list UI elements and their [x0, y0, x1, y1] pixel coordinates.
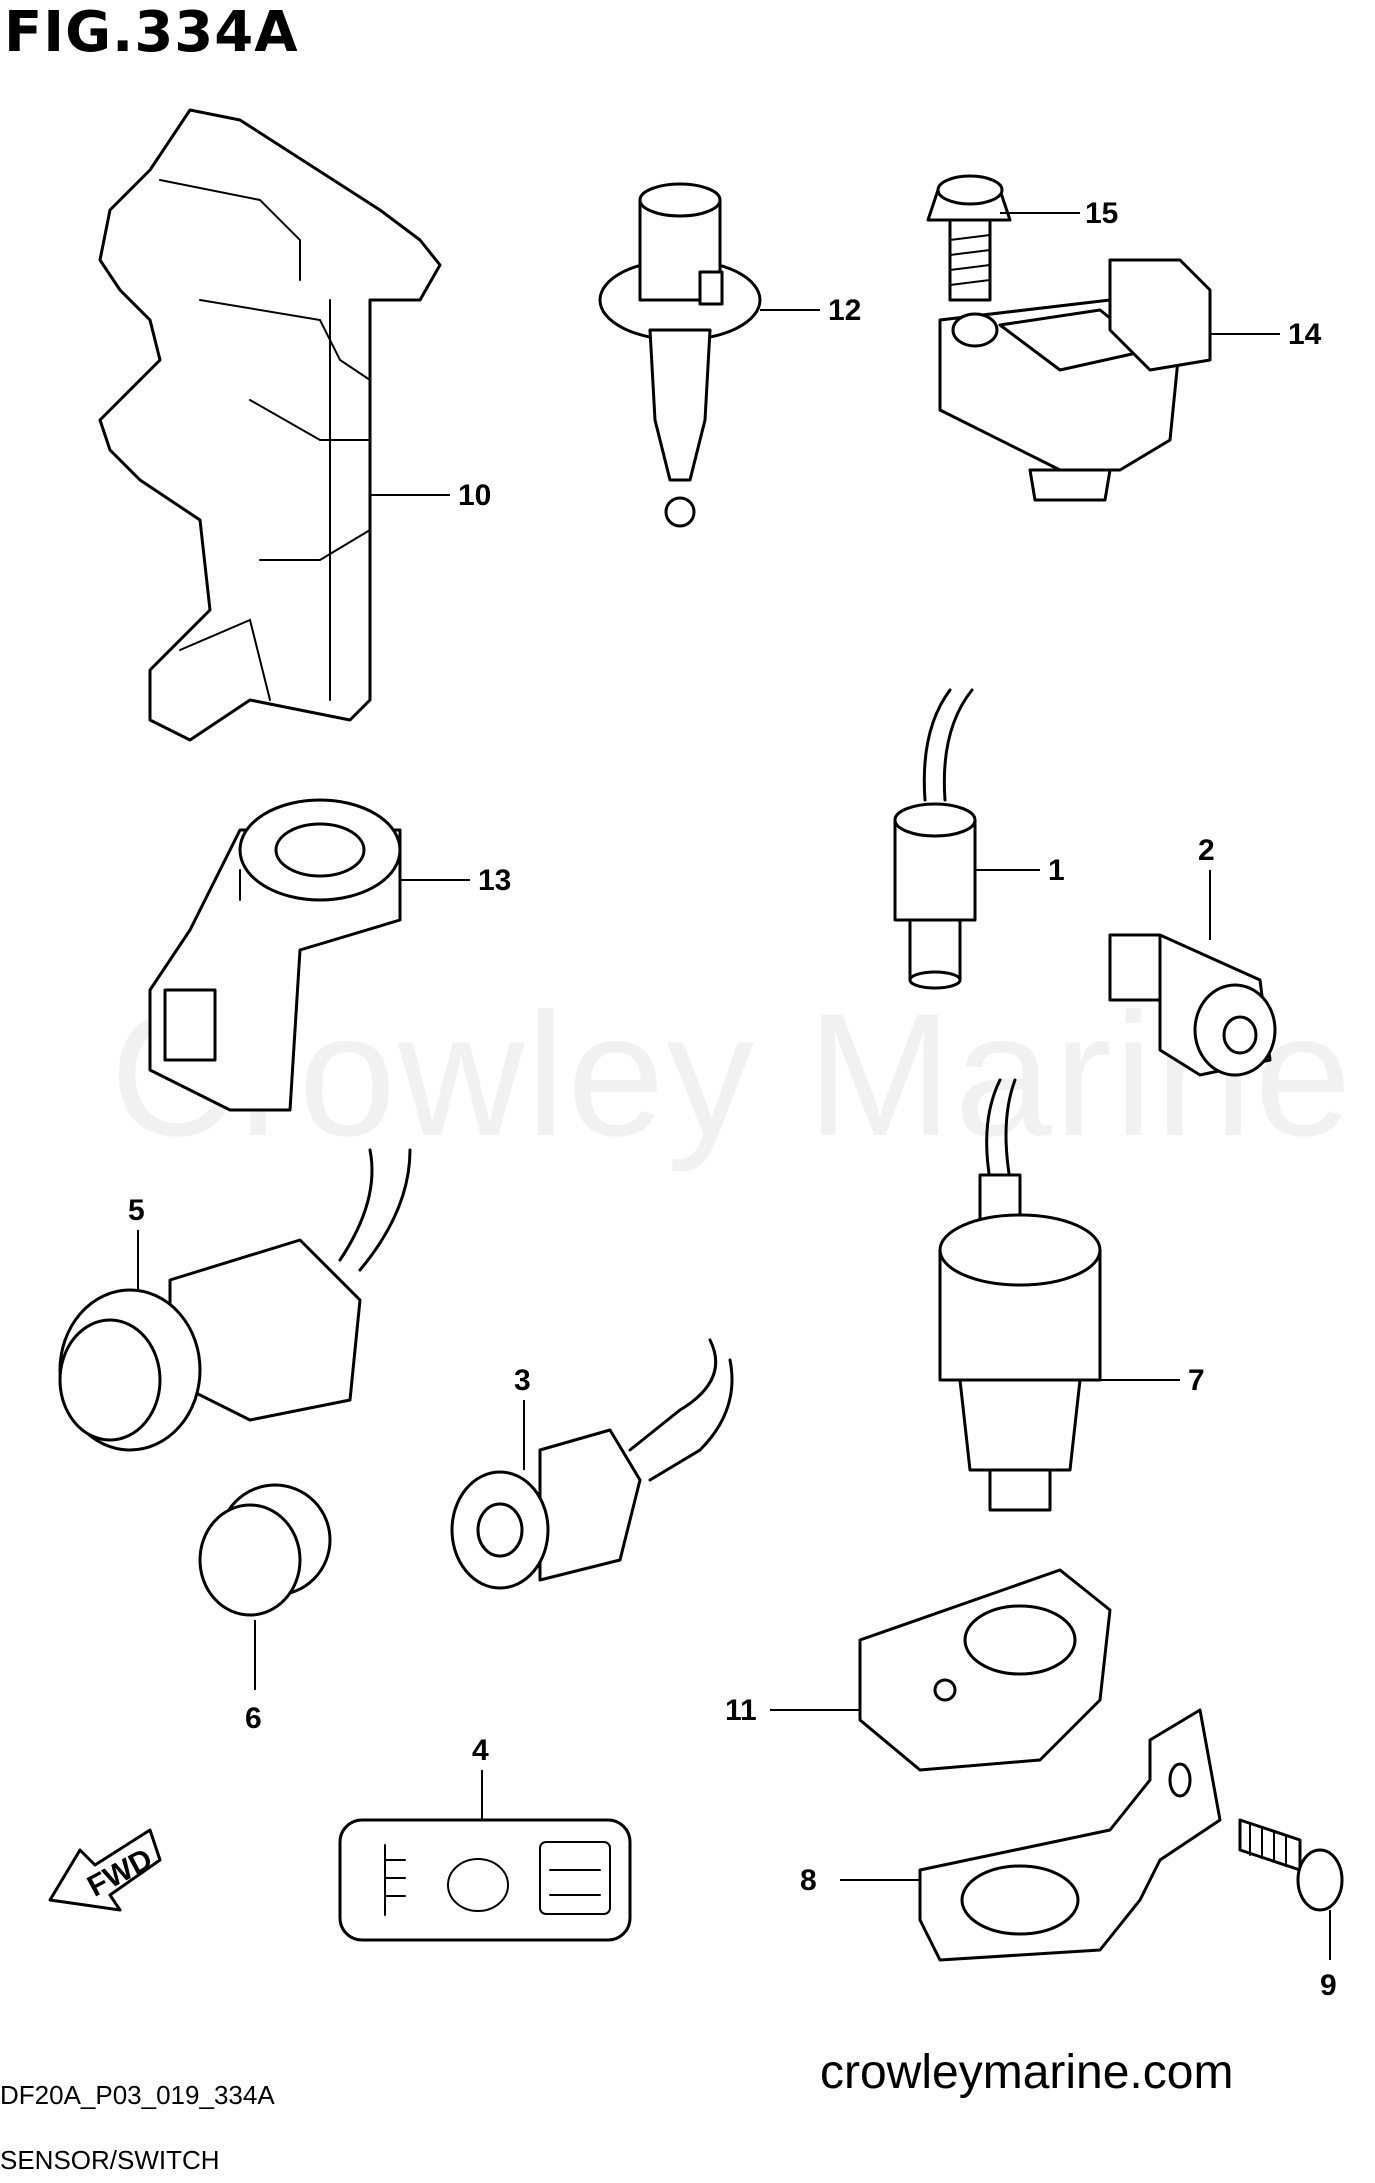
part-2-knock-sensor — [1108, 933, 1277, 1077]
part-6-plug — [198, 1483, 332, 1617]
callout-13: 13 — [478, 864, 511, 897]
part-10-bracket — [98, 108, 442, 742]
part-8-bracket — [918, 1708, 1222, 1962]
website-label: crowleymarine.com — [820, 2046, 1234, 2099]
callout-12: 12 — [828, 294, 861, 327]
callout-8: 8 — [800, 1864, 817, 1897]
callout-15: 15 — [1085, 197, 1118, 230]
callout-11: 11 — [725, 1694, 757, 1727]
part-5-grommet — [58, 1148, 412, 1452]
callout-3: 3 — [514, 1364, 531, 1397]
part-13-grommet — [148, 798, 402, 1112]
callout-6: 6 — [245, 1702, 262, 1735]
figure-title: FIG.334A — [4, 0, 299, 65]
callout-1: 1 — [1048, 854, 1065, 887]
callout-5: 5 — [128, 1194, 145, 1227]
part-1-sensor — [893, 688, 977, 990]
callout-9: 9 — [1320, 1969, 1337, 2002]
callout-10: 10 — [458, 479, 491, 512]
callouts: 15 12 14 10 1 2 13 5 7 3 11 6 4 8 9 — [128, 197, 1337, 2002]
part-15-bolt — [926, 174, 1012, 302]
figure-subtitle: SENSOR/SWITCH — [0, 2145, 220, 2175]
callout-4: 4 — [472, 1734, 489, 1767]
leader-lines — [137, 212, 1331, 1960]
part-9-bolt — [1238, 1818, 1344, 1912]
callout-14: 14 — [1288, 318, 1322, 351]
watermark: Crowley Marine — [110, 978, 1354, 1173]
drawing-code: DF20A_P03_019_334A — [0, 2080, 275, 2110]
part-3-grommet — [450, 1338, 734, 1590]
part-7-pressure-switch — [938, 1078, 1102, 1512]
part-12-sensor — [598, 182, 762, 528]
part-14-map-sensor — [938, 258, 1212, 502]
part-4-label — [338, 1818, 632, 1942]
part-11-gasket — [858, 1568, 1112, 1772]
fwd-badge: FWD — [48, 1828, 162, 1912]
callout-7: 7 — [1188, 1364, 1205, 1397]
callout-2: 2 — [1198, 834, 1215, 867]
